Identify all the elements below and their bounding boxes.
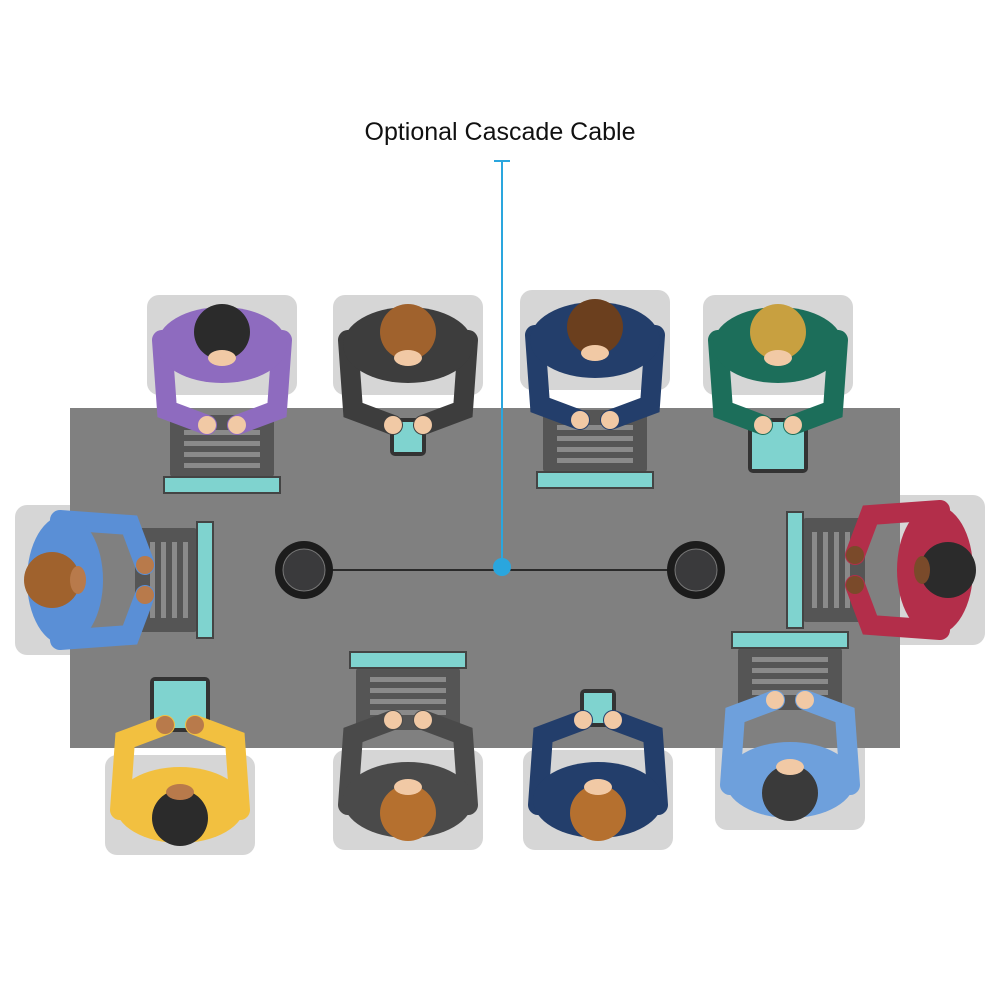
head xyxy=(567,299,623,355)
head xyxy=(24,552,80,608)
hand xyxy=(601,411,619,429)
hand xyxy=(784,416,802,434)
hand xyxy=(414,416,432,434)
hand xyxy=(574,711,592,729)
head xyxy=(194,304,250,360)
attendee xyxy=(708,304,848,473)
attendee xyxy=(720,631,860,821)
hand xyxy=(604,711,622,729)
head xyxy=(570,785,626,841)
laptop-icon xyxy=(135,521,214,639)
laptop-icon xyxy=(536,410,654,489)
hand xyxy=(228,416,246,434)
attendees xyxy=(24,299,976,846)
hand xyxy=(156,716,174,734)
attendee xyxy=(338,651,478,841)
laptop-icon xyxy=(163,415,281,494)
attendee xyxy=(528,689,668,841)
hand xyxy=(766,691,784,709)
speakerphone-right xyxy=(667,541,725,599)
attendee xyxy=(110,677,250,846)
hand xyxy=(754,416,772,434)
hand xyxy=(186,716,204,734)
attendee xyxy=(525,299,665,489)
hand xyxy=(198,416,216,434)
attendee xyxy=(152,304,292,494)
speakerphone-left xyxy=(275,541,333,599)
head xyxy=(920,542,976,598)
hand xyxy=(414,711,432,729)
laptop-icon xyxy=(731,631,849,710)
hand xyxy=(846,546,864,564)
laptop-icon xyxy=(786,511,865,629)
head xyxy=(380,785,436,841)
head xyxy=(750,304,806,360)
head xyxy=(152,790,208,846)
head xyxy=(762,765,818,821)
cable-junction-dot xyxy=(493,558,511,576)
hand xyxy=(384,416,402,434)
attendee xyxy=(338,304,478,456)
hand xyxy=(846,576,864,594)
head xyxy=(380,304,436,360)
callout-label: Optional Cascade Cable xyxy=(364,118,636,146)
hand xyxy=(796,691,814,709)
hand xyxy=(136,556,154,574)
hand xyxy=(136,586,154,604)
laptop-icon xyxy=(349,651,467,730)
attendee xyxy=(24,510,214,650)
hand xyxy=(571,411,589,429)
attendee xyxy=(786,500,976,640)
hand xyxy=(384,711,402,729)
